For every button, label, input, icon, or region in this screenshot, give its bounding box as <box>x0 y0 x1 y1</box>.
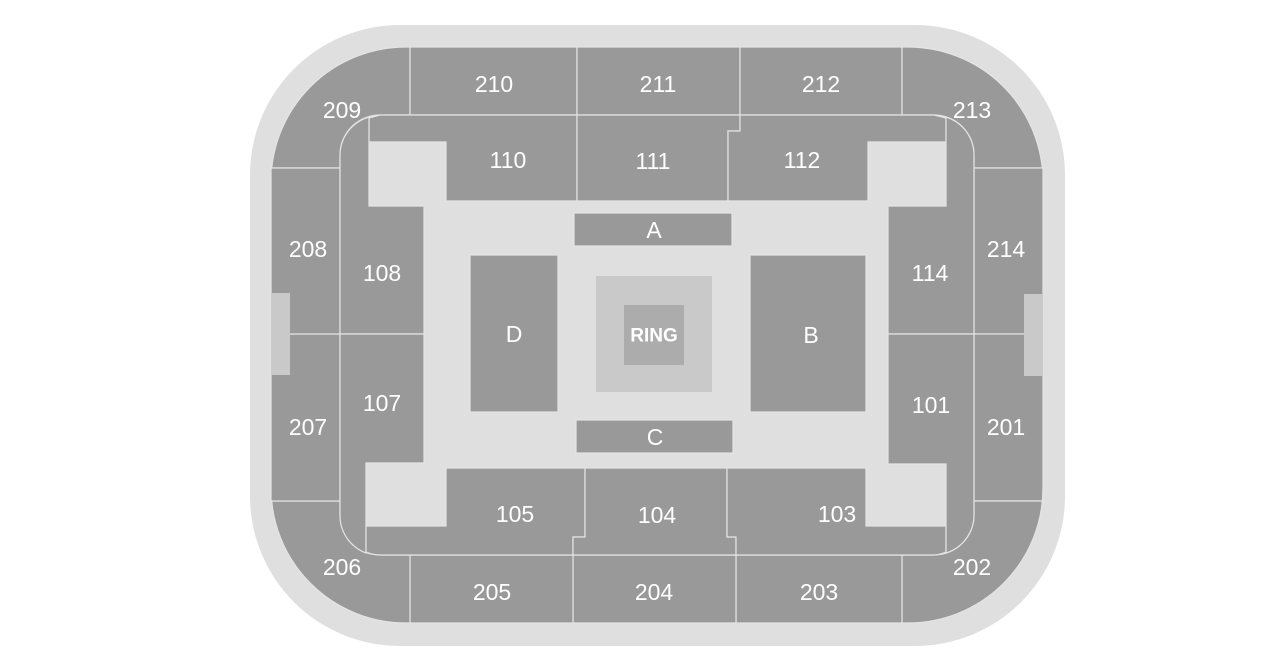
section-111[interactable] <box>576 114 741 202</box>
section-104[interactable] <box>572 467 737 556</box>
section-112[interactable] <box>727 114 947 202</box>
section-D[interactable] <box>469 254 559 413</box>
ring[interactable] <box>624 305 684 365</box>
section-107[interactable] <box>339 333 425 554</box>
portal-right <box>1024 294 1043 376</box>
section-204[interactable] <box>572 554 737 624</box>
section-108[interactable] <box>339 116 425 335</box>
section-C[interactable] <box>575 419 734 454</box>
section-101[interactable] <box>887 333 975 554</box>
section-A[interactable] <box>573 212 733 247</box>
section-203[interactable] <box>735 554 903 624</box>
section-211[interactable] <box>576 46 741 116</box>
section-B[interactable] <box>749 254 867 413</box>
portal-left <box>271 293 290 375</box>
section-212[interactable] <box>739 46 903 116</box>
section-210[interactable] <box>409 46 578 116</box>
section-103[interactable] <box>726 467 947 556</box>
section-114[interactable] <box>887 116 975 335</box>
section-205[interactable] <box>409 554 574 624</box>
section-105[interactable] <box>365 467 586 556</box>
